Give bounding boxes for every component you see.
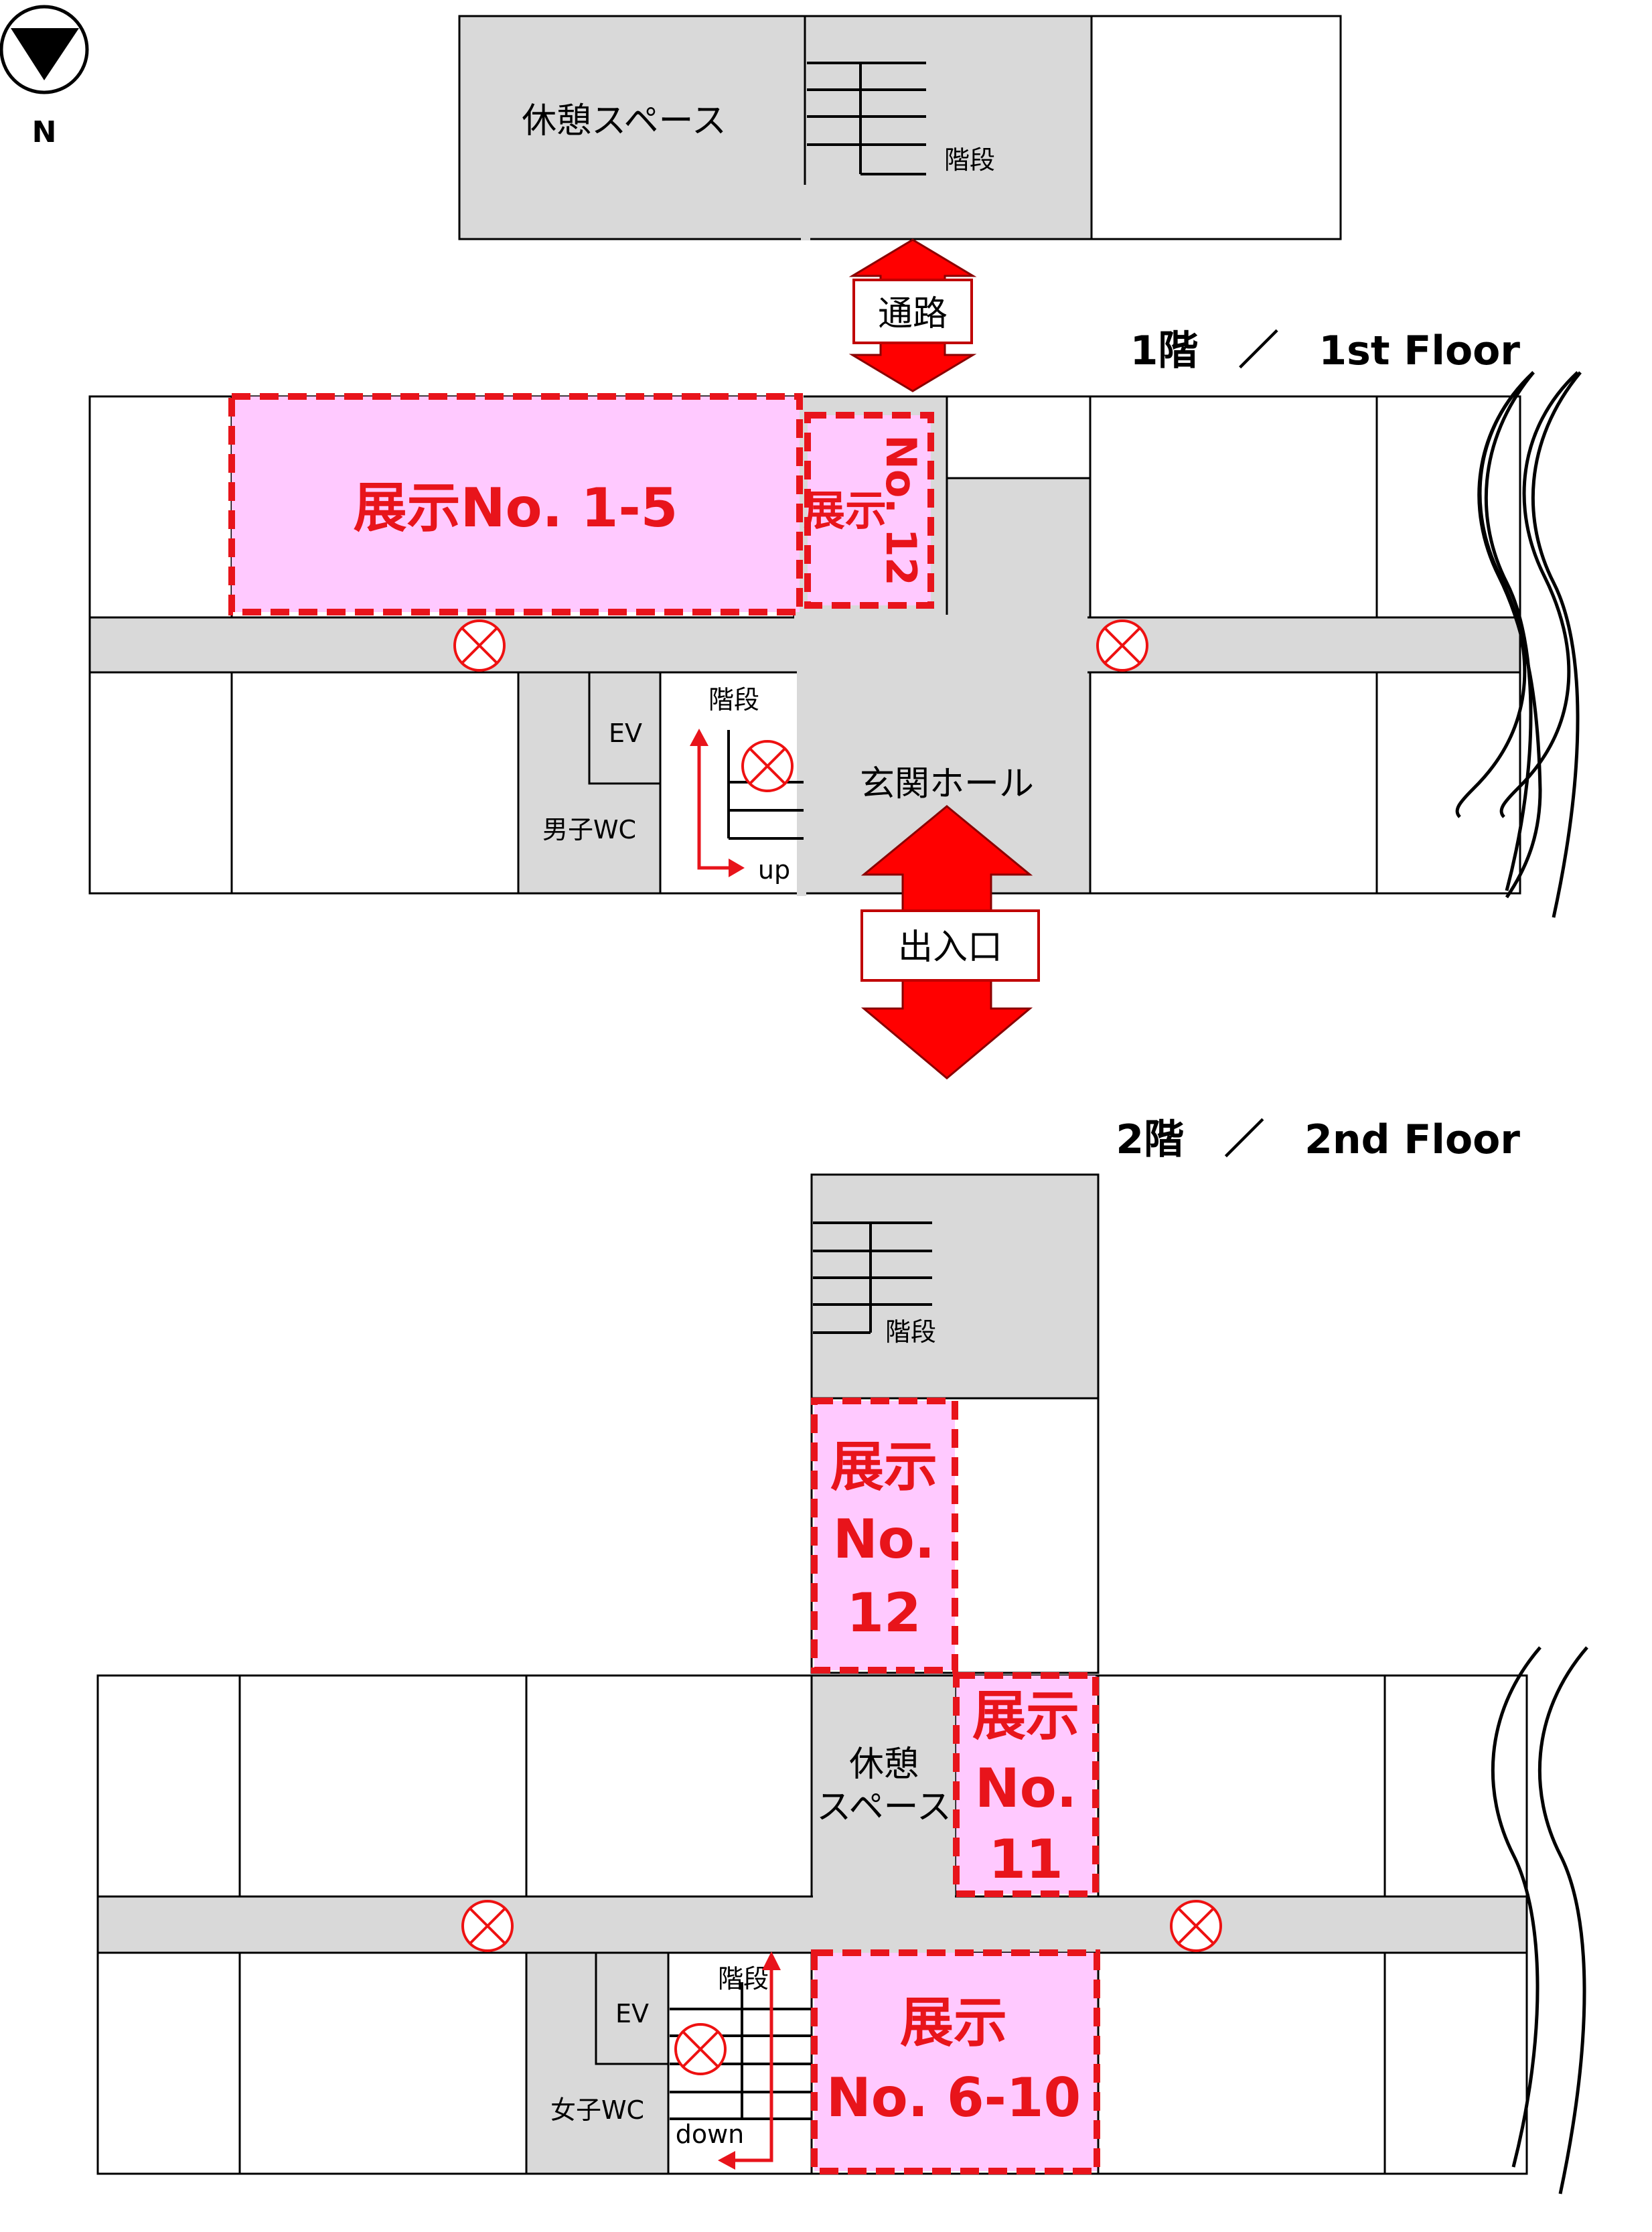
- floor2-top-stairs: [813, 1221, 932, 1334]
- floor1-title: 1階 ／ 1st Floor: [1130, 327, 1521, 374]
- floor1-up-label: up: [758, 855, 790, 885]
- entrance-label: 出入口: [898, 927, 1002, 968]
- floor2-exhibit-11-label-line3: 11: [988, 1828, 1063, 1890]
- floor1-exhibit-12: [804, 412, 934, 609]
- floor2-exhibit-11-label-line1: 展示: [972, 1685, 1079, 1747]
- fire-hydrant-marker-icon: [1170, 1900, 1222, 1952]
- fire-hydrant-marker-icon: [453, 619, 506, 672]
- floor1-break-line-outer: [1484, 371, 1535, 891]
- fire-hydrant-marker-icon: [674, 2023, 727, 2075]
- floor2-down-label: down: [676, 2119, 745, 2149]
- floor1-exhibit-12-label-line1: 展示: [804, 486, 887, 535]
- floor2-exhibit-11: [953, 1672, 1099, 1897]
- floor2-title: 2階 ／ 2nd Floor: [1116, 1116, 1520, 1163]
- floor1-stairs-label: 階段: [708, 685, 759, 715]
- passage-tag: [852, 279, 973, 344]
- floor1-elevator-label: EV: [609, 719, 642, 748]
- floor2-exhibit-6-10-label-line2: No. 6-10: [826, 2067, 1081, 2129]
- floor1-exhibit-1-5: [228, 393, 803, 615]
- annex-stairs-label: 階段: [944, 145, 995, 175]
- annex-building: [458, 15, 1342, 240]
- floor1-mens-wc-label: 男子WC: [542, 815, 636, 844]
- compass-north-icon: [0, 5, 89, 94]
- floor2-exhibit-12-label-line1: 展示: [830, 1436, 937, 1498]
- fire-hydrant-marker-icon: [461, 1900, 514, 1952]
- passage-label: 通路: [878, 294, 948, 334]
- floor2-stairs-label: 階段: [718, 1964, 769, 1994]
- floor2-down-arrow-icon: [718, 1951, 781, 2170]
- floor2-exhibit-6-10: [811, 1949, 1100, 2174]
- floor2-exhibit-12-label-line3: 12: [846, 1582, 921, 1644]
- floor2-rest-space-label-line1: 休憩: [849, 1744, 919, 1785]
- floor1-exhibit-1-5-label: 展示No. 1-5: [354, 477, 678, 539]
- floor2-exhibit-6-10-label-line1: 展示: [900, 1992, 1007, 2054]
- fire-hydrant-marker-icon: [741, 740, 794, 792]
- floor1-exhibit-12-label-line2: No. 12: [877, 435, 925, 586]
- floor2-break-line: [1491, 1646, 1542, 2168]
- floor2-womens-wc-label: 女子WC: [550, 2095, 644, 2125]
- floor2-break-line: [1537, 1646, 1588, 2194]
- floor1-break-line: [1499, 371, 1579, 818]
- compass-label: N: [32, 115, 57, 149]
- entrance-tag: [860, 909, 1040, 982]
- floor2-top-stairs-label: 階段: [885, 1317, 936, 1347]
- floor1-up-arrow-icon: [690, 729, 745, 877]
- annex-stairs: [807, 62, 926, 175]
- floor2-exhibit-12: [811, 1398, 958, 1673]
- fire-hydrant-marker-icon: [1096, 619, 1148, 672]
- floor2-elevator-label: EV: [615, 1999, 649, 2028]
- floor2-exhibit-12-label-line2: No.: [833, 1508, 935, 1570]
- floor2-rest-space-label-line2: スペース: [816, 1787, 952, 1828]
- annex-rest-space-label: 休憩スペース: [522, 101, 727, 141]
- floor2-exhibit-11-label-line2: No.: [975, 1757, 1077, 1819]
- floor1-break-line-outer: [1531, 371, 1582, 918]
- floor1-entrance-hall-label: 玄関ホール: [860, 764, 1034, 804]
